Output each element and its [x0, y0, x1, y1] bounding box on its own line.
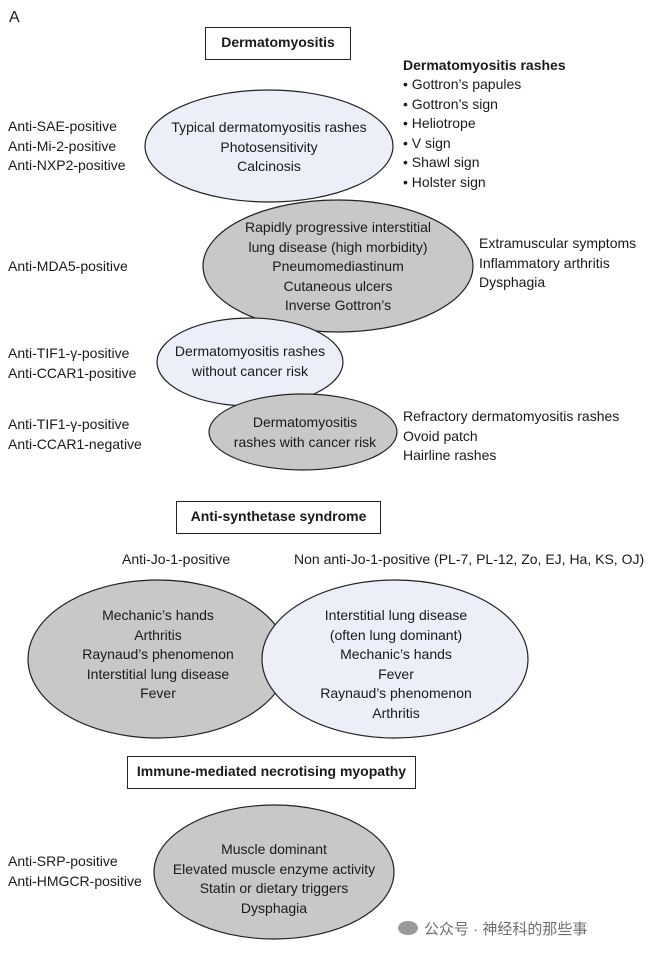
feature-line: Typical dermatomyositis rashes	[171, 119, 367, 135]
rashes-heading: Dermatomyositis rashes	[403, 57, 566, 73]
feature-line: Mechanic’s hands	[102, 607, 214, 623]
extra-line: Refractory dermatomyositis rashes	[403, 408, 620, 424]
antibody-label: Anti-NXP2-positive	[8, 157, 126, 173]
feature-line: Raynaud’s phenomenon	[82, 646, 234, 662]
group4-extra: Refractory dermatomyositis rashes Ovoid …	[403, 407, 619, 466]
feature-line: lung disease (high morbidity)	[248, 238, 428, 255]
group3-features: Dermatomyositis rashes without cancer ri…	[160, 342, 340, 381]
jo1-features: Mechanic’s hands Arthritis Raynaud’s phe…	[40, 606, 276, 704]
imnm-features: Muscle dominant Elevated muscle enzyme a…	[160, 840, 388, 918]
list-item: Shawl sign	[403, 153, 521, 173]
antibody-label: Anti-CCAR1-negative	[8, 435, 142, 452]
feature-line: Muscle dominant	[221, 841, 327, 857]
group2-extra: Extramuscular symptoms Inflammatory arth…	[479, 234, 636, 293]
feature-line: (often lung dominant)	[329, 626, 463, 643]
imnm-title: Immune-mediated necrotising myopathy	[127, 756, 416, 789]
feature-line: Dermatomyositis	[252, 414, 358, 430]
feature-line: without cancer risk	[192, 362, 308, 379]
antisynthetase-title: Anti-synthetase syndrome	[176, 501, 381, 534]
feature-line: Inverse Gottron’s	[284, 297, 392, 313]
list-item: Gottron’s papules	[403, 75, 521, 95]
imnm-labels: Anti-SRP-positive Anti-HMGCR-positive	[8, 852, 142, 891]
watermark: 公众号 · 神经科的那些事	[398, 918, 587, 939]
extra-line: Dysphagia	[479, 274, 546, 290]
ellipse-non-jo1	[261, 579, 529, 739]
dermatomyositis-title: Dermatomyositis	[205, 27, 351, 60]
ellipse-cancer-risk	[208, 393, 398, 471]
feature-line: Dysphagia	[240, 899, 308, 916]
feature-line: Pneumomediastinum	[272, 258, 404, 274]
list-item: Holster sign	[403, 173, 521, 193]
extra-line: Extramuscular symptoms	[479, 235, 637, 251]
antibody-label: Anti-TIF1-γ-positive	[8, 345, 130, 361]
feature-line: Statin or dietary triggers	[199, 880, 349, 896]
feature-line: rashes with cancer risk	[233, 433, 377, 450]
non-jo1-features: Interstitial lung disease (often lung do…	[280, 606, 512, 723]
list-item: Heliotrope	[403, 114, 521, 134]
antibody-label: Anti-SRP-positive	[8, 853, 118, 869]
feature-line: Calcinosis	[237, 158, 301, 174]
antibody-label: Anti-HMGCR-positive	[8, 872, 142, 889]
ellipse-typical-dm	[144, 89, 394, 203]
group1-labels: Anti-SAE-positive Anti-Mi-2-positive Ant…	[8, 117, 126, 176]
group3-labels: Anti-TIF1-γ-positive Anti-CCAR1-positive	[8, 344, 136, 383]
feature-line: Elevated muscle enzyme activity	[172, 860, 376, 877]
rashes-list: Gottron’s papules Gottron’s sign Heliotr…	[403, 75, 521, 192]
extra-line: Inflammatory arthritis	[479, 254, 610, 271]
extra-line: Hairline rashes	[403, 447, 497, 463]
jo1-label: Anti-Jo-1-positive	[122, 551, 231, 567]
feature-line: Arthritis	[134, 626, 182, 643]
extra-line: Ovoid patch	[403, 427, 478, 444]
group4-labels: Anti-TIF1-γ-positive Anti-CCAR1-negative	[8, 415, 142, 454]
non-jo1-label: Non anti-Jo-1-positive (PL-7, PL-12, Zo,…	[294, 551, 645, 567]
group2-label: Anti-MDA5-positive	[8, 258, 128, 274]
antibody-label: Anti-SAE-positive	[8, 118, 117, 134]
list-item: Gottron’s sign	[403, 95, 521, 115]
wechat-icon	[398, 921, 418, 935]
feature-line: Fever	[140, 685, 176, 701]
panel-label: A	[9, 9, 20, 26]
watermark-text: 公众号 · 神经科的那些事	[424, 921, 588, 938]
ellipse-imnm	[153, 804, 395, 940]
feature-line: Dermatomyositis rashes	[174, 343, 326, 359]
group1-features: Typical dermatomyositis rashes Photosens…	[150, 118, 388, 177]
antibody-label: Anti-Mi-2-positive	[8, 137, 117, 154]
antibody-label: Anti-CCAR1-positive	[8, 364, 137, 381]
feature-line: Cutaneous ulcers	[283, 277, 393, 294]
feature-line: Interstitial lung disease	[324, 607, 468, 623]
list-item: V sign	[403, 134, 521, 154]
feature-line: Fever	[378, 665, 414, 682]
antibody-label: Anti-TIF1-γ-positive	[8, 416, 130, 432]
group2-features: Rapidly progressive interstitial lung di…	[208, 218, 468, 316]
feature-line: Photosensitivity	[220, 138, 318, 155]
feature-line: Interstitial lung disease	[86, 665, 230, 682]
ellipse-mda5	[202, 199, 474, 333]
feature-line: Arthritis	[372, 704, 420, 721]
feature-line: Raynaud’s phenomenon	[320, 685, 472, 701]
feature-line: Mechanic’s hands	[340, 646, 452, 662]
group4-features: Dermatomyositis rashes with cancer risk	[215, 413, 395, 452]
feature-line: Rapidly progressive interstitial	[245, 219, 431, 235]
